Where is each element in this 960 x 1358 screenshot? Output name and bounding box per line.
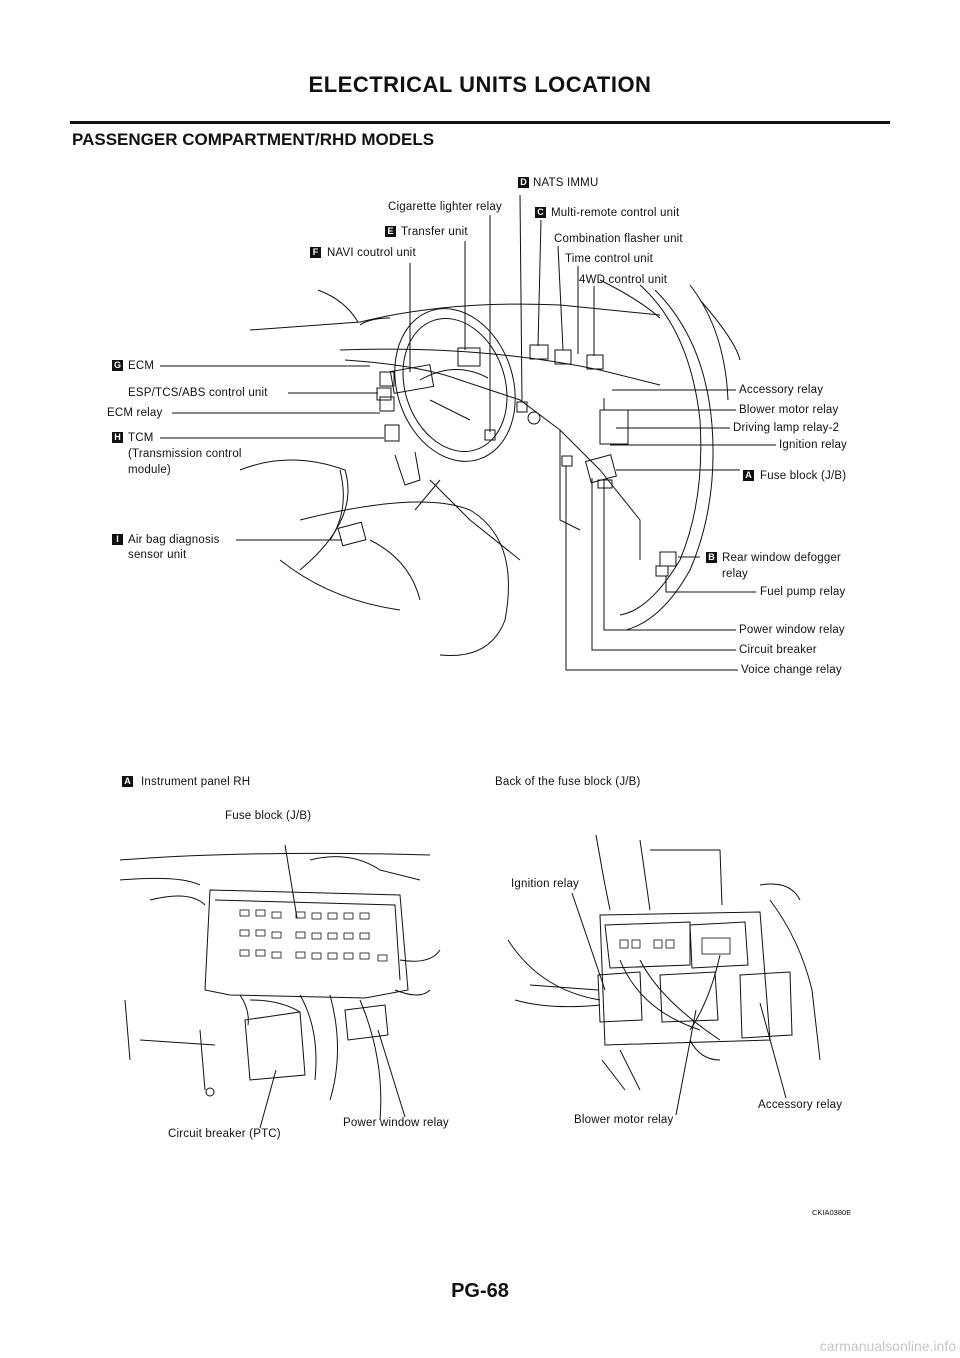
- label-cigarette-lighter-relay: Cigarette lighter relay: [388, 201, 502, 213]
- label-esp-tcs-abs-control-unit: ESP/TCS/ABS control unit: [128, 387, 268, 399]
- label-instrument-panel-rh: Instrument panel RH: [141, 776, 251, 788]
- label-multi-remote-control-unit: Multi-remote control unit: [551, 207, 680, 219]
- page-number: PG-68: [451, 1280, 509, 1302]
- label-blower-motor-relay-lower: Blower motor relay: [574, 1114, 674, 1126]
- label-tcm-line2: (Transmission control: [128, 448, 242, 460]
- label-power-window-relay-lower: Power window relay: [343, 1117, 449, 1129]
- label-fuel-pump-relay: Fuel pump relay: [760, 586, 846, 598]
- label-rear-window-defogger-relay: relay: [722, 568, 748, 580]
- label-nats-immu: NATS IMMU: [533, 177, 599, 189]
- label-tcm: TCM: [128, 432, 154, 444]
- label-combination-flasher-unit: Combination flasher unit: [554, 233, 683, 245]
- label-circuit-breaker: Circuit breaker: [739, 644, 817, 656]
- section-title: PASSENGER COMPARTMENT/RHD MODELS: [72, 130, 435, 149]
- page-header-title: ELECTRICAL UNITS LOCATION: [308, 72, 652, 97]
- label-voice-change-relay: Voice change relay: [741, 664, 842, 676]
- badge-a: A: [743, 470, 754, 481]
- label-sensor-unit: sensor unit: [128, 549, 187, 561]
- label-navi-control-unit: NAVI coutrol unit: [327, 247, 416, 259]
- label-tcm-line3: module): [128, 464, 171, 476]
- label-transfer-unit: Transfer unit: [401, 226, 468, 238]
- label-ignition-relay: Ignition relay: [779, 439, 848, 451]
- label-fuse-block-lower: Fuse block (J/B): [225, 810, 312, 822]
- label-driving-lamp-relay-2: Driving lamp relay-2: [733, 422, 840, 434]
- badge-f: F: [310, 247, 321, 258]
- label-power-window-relay: Power window relay: [739, 624, 845, 636]
- badge-d: D: [518, 177, 529, 188]
- badge-a-lower: A: [122, 776, 133, 787]
- label-ignition-relay-lower: Ignition relay: [511, 878, 580, 890]
- label-accessory-relay-lower: Accessory relay: [758, 1099, 843, 1111]
- label-fuse-block: Fuse block (J/B): [760, 470, 847, 482]
- label-circuit-breaker-ptc: Circuit breaker (PTC): [168, 1128, 281, 1140]
- badge-e: E: [385, 226, 396, 237]
- badge-h: H: [112, 432, 123, 443]
- header-rule: [70, 121, 890, 124]
- label-ecm-relay: ECM relay: [107, 407, 163, 419]
- label-accessory-relay: Accessory relay: [739, 384, 824, 396]
- label-rear-window-defogger: Rear window defogger: [722, 552, 842, 564]
- label-ecm: ECM: [128, 360, 155, 372]
- badge-c: C: [535, 207, 546, 218]
- badge-b: B: [706, 552, 717, 563]
- badge-i: I: [112, 534, 123, 545]
- label-blower-motor-relay: Blower motor relay: [739, 404, 839, 416]
- label-time-control-unit: Time control unit: [565, 253, 653, 265]
- watermark: carmanualsonline.info: [819, 1338, 956, 1354]
- label-air-bag-diagnosis: Air bag diagnosis: [128, 534, 220, 546]
- label-back-of-fuse-block: Back of the fuse block (J/B): [495, 776, 641, 788]
- badge-g: G: [112, 360, 123, 371]
- figure-code: CKIA0380E: [812, 1208, 852, 1217]
- label-4wd-control-unit: 4WD control unit: [579, 274, 668, 286]
